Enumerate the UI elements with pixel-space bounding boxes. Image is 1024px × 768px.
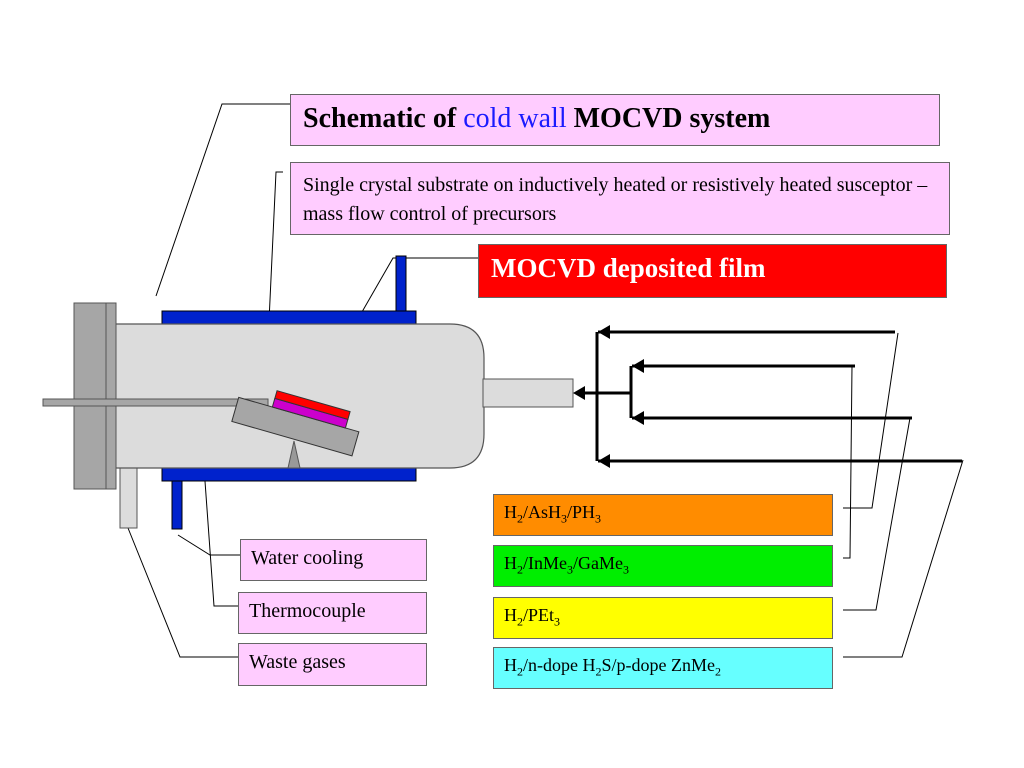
title-suffix: MOCVD system xyxy=(573,103,771,134)
gas-line-1-leader xyxy=(843,332,899,509)
cooling-jacket-top xyxy=(161,310,417,325)
exhaust-pipe xyxy=(119,464,138,529)
water-cooling-text: Water cooling xyxy=(251,547,364,569)
susceptor-support xyxy=(287,440,301,469)
gas-manifold xyxy=(584,330,962,463)
flange-outer xyxy=(73,302,107,490)
waste-gases-text: Waste gases xyxy=(249,651,346,673)
gas-line-label-2: H2/InMe3/GaMe3 xyxy=(493,545,833,587)
waste-gases-leader-line xyxy=(127,527,238,658)
thermocouple-text: Thermocouple xyxy=(249,600,366,622)
arrow-line-1 xyxy=(598,325,610,339)
thermocouple-rod xyxy=(42,398,269,407)
gas-line-3-leader xyxy=(843,417,911,611)
film-label-box: MOCVD deposited film xyxy=(478,244,947,298)
reactor-body xyxy=(112,323,485,469)
gas-line-label-3: H2/PEt3 xyxy=(493,597,833,639)
gas-formula: H2/n-dope H2S/p-dope ZnMe2 xyxy=(504,655,721,679)
description-text: Single crystal substrate on inductively … xyxy=(303,174,928,225)
water-outlet-pipe xyxy=(171,474,183,530)
gas-line-4-leader xyxy=(843,459,964,658)
gas-line-label-4: H2/n-dope H2S/p-dope ZnMe2 xyxy=(493,647,833,689)
film-label-text: MOCVD deposited film xyxy=(491,253,766,283)
title-leader-line xyxy=(155,103,290,297)
gas-inlet-nozzle xyxy=(482,378,574,408)
flow-arrows xyxy=(573,325,644,468)
title-highlight: cold wall xyxy=(463,103,567,134)
arrow-line-2 xyxy=(632,359,644,373)
description-box: Single crystal substrate on inductively … xyxy=(290,162,950,235)
gas-formula: H2/PEt3 xyxy=(504,605,561,629)
thermocouple-label: Thermocouple xyxy=(238,592,427,634)
flange-inner xyxy=(105,302,117,490)
gas-line-label-1: H2/AsH3/PH3 xyxy=(493,494,833,536)
water-cooling-label: Water cooling xyxy=(240,539,427,581)
arrow-line-3 xyxy=(632,411,644,425)
gas-line-2-leader xyxy=(843,365,853,559)
gas-formula: H2/AsH3/PH3 xyxy=(504,502,602,526)
arrow-outlet xyxy=(573,386,585,400)
arrow-line-4 xyxy=(598,454,610,468)
waste-gases-label: Waste gases xyxy=(238,643,427,686)
title-box: Schematic of cold wall MOCVD system xyxy=(290,94,940,146)
water-inlet-pipe xyxy=(395,255,407,317)
cooling-jacket-bottom xyxy=(161,467,417,482)
susceptor-assembly xyxy=(231,390,360,457)
gas-formula: H2/InMe3/GaMe3 xyxy=(504,553,629,577)
deposited-film xyxy=(274,390,351,420)
leader-lines xyxy=(127,103,964,658)
title-prefix: Schematic of xyxy=(303,103,457,134)
